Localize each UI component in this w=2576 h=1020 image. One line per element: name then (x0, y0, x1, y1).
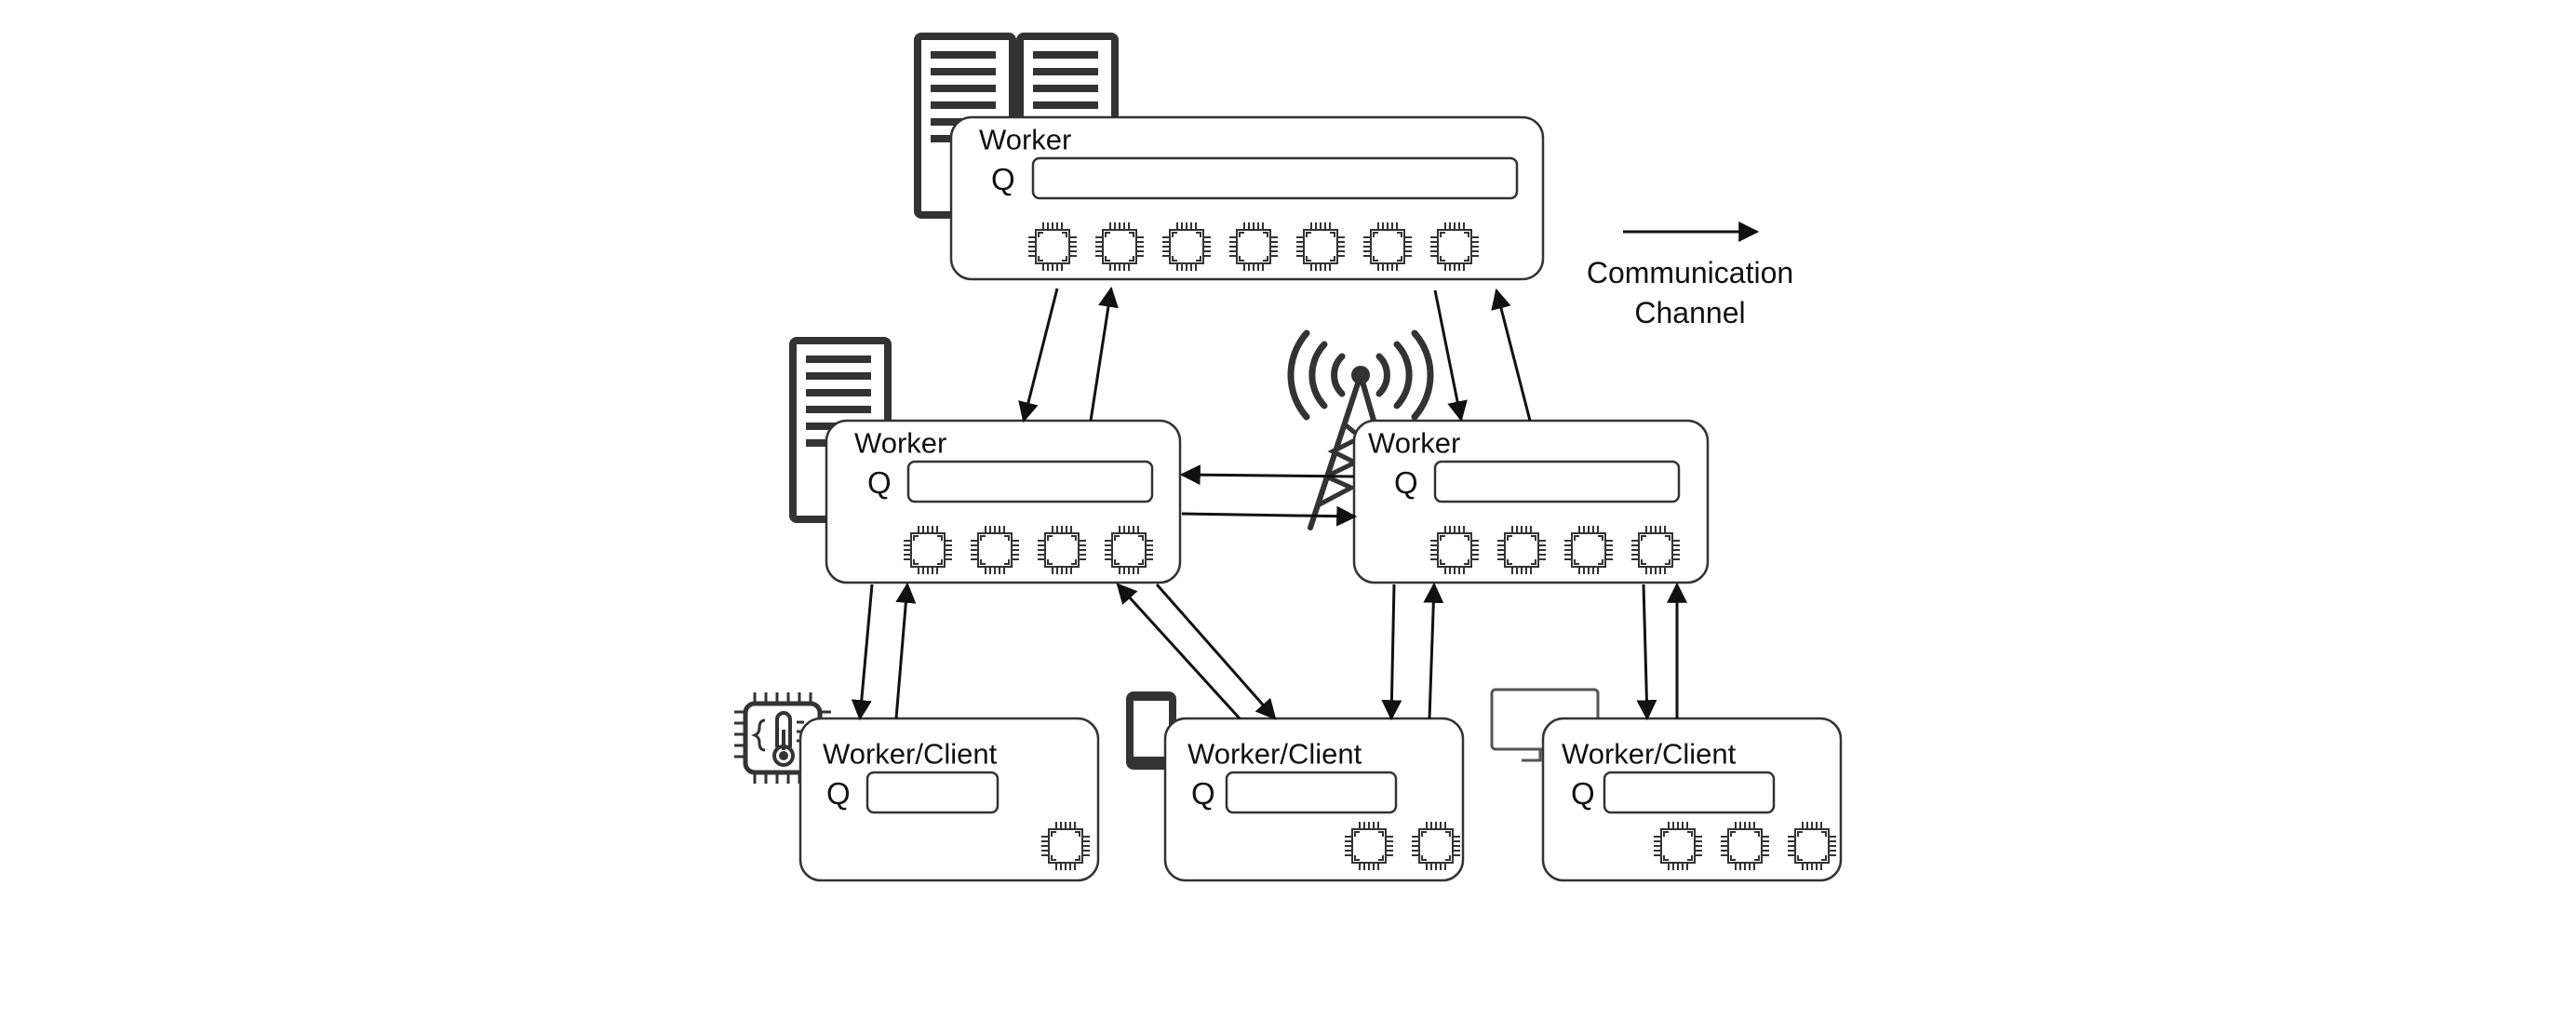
edge-mid-left-to-bottom-mid (1155, 584, 1277, 720)
smartphone-icon (1126, 691, 1176, 770)
edge-top-to-mid-right (1433, 289, 1468, 423)
node-title: Worker/Client (1187, 738, 1362, 771)
legend: Communication Channel (1587, 221, 1793, 329)
node-title: Worker (854, 427, 946, 460)
edge-mid-left-to-mid-right (1181, 505, 1358, 527)
edge-mid-left-to-bottom-left (851, 584, 874, 721)
edge-bottom-left-to-mid-left (894, 582, 917, 719)
queue-label: Q (1191, 776, 1215, 811)
node-title: Worker/Client (1562, 738, 1737, 771)
node-title: Worker (1368, 427, 1460, 460)
edge-top-to-mid-left (1018, 288, 1059, 423)
queue-bar (1031, 156, 1519, 200)
queue-label: Q (867, 465, 892, 500)
legend-label-line1: Communication (1587, 256, 1793, 289)
edge-mid-left-to-top (1089, 286, 1119, 422)
node-title: Worker/Client (823, 738, 998, 771)
queue-label: Q (1394, 465, 1418, 500)
queue-label: Q (1571, 776, 1595, 811)
queue-bar (1225, 771, 1398, 814)
queue-label: Q (991, 162, 1015, 196)
edge-mid-right-to-top (1491, 288, 1532, 422)
edge-mid-right-to-bottom-right (1636, 584, 1657, 721)
queue-label: Q (826, 776, 851, 811)
queue-bar (865, 771, 1000, 814)
edge-bottom-mid-to-mid-right (1423, 582, 1444, 719)
queue-bar (1433, 460, 1681, 503)
edge-bottom-mid-to-mid-left (1116, 583, 1241, 720)
node-title: Worker (979, 124, 1071, 156)
edge-mid-right-to-mid-left (1179, 464, 1355, 486)
queue-bar (906, 460, 1154, 503)
edge-mid-right-to-bottom-mid (1381, 584, 1402, 721)
legend-label-line2: Channel (1634, 296, 1745, 329)
queue-bar (1603, 771, 1776, 814)
